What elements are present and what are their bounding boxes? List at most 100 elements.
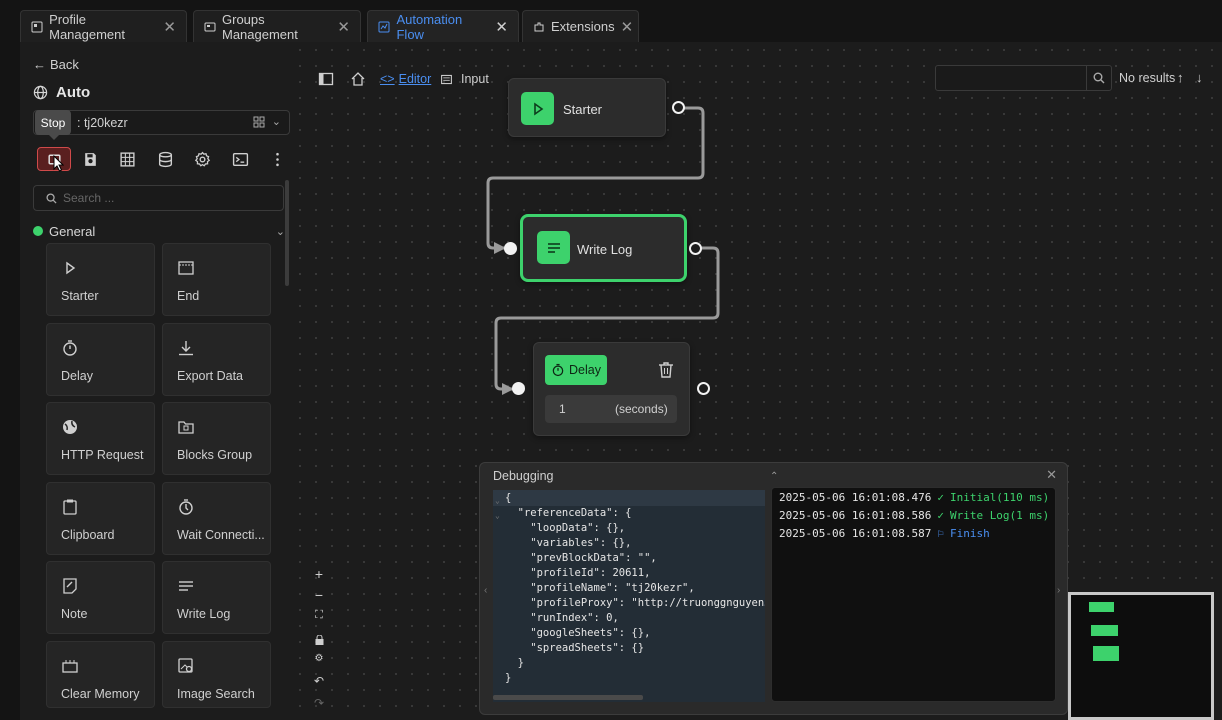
json-line: }: [505, 657, 524, 669]
more-button[interactable]: [264, 147, 290, 171]
chevron-up-icon[interactable]: ⌃: [770, 471, 779, 482]
block-http-request[interactable]: HTTP Request: [46, 402, 155, 475]
log-text: Write Log(1 ms): [949, 509, 1050, 522]
stop-tooltip: Stop: [35, 110, 71, 140]
node-output-handle[interactable]: [689, 242, 702, 255]
lock-icon: [315, 634, 323, 645]
table-button[interactable]: [114, 147, 140, 171]
block-write-log[interactable]: Write Log: [162, 561, 271, 634]
json-viewer[interactable]: ⌄ ⌄ { "referenceData": { "loopData": {},…: [493, 490, 765, 702]
redo-button[interactable]: ↷: [313, 696, 325, 710]
block-wait-connection[interactable]: Wait Connecti...: [162, 482, 271, 555]
image-search-icon: [177, 657, 195, 675]
database-icon: [158, 151, 172, 167]
tab-input[interactable]: Input: [440, 68, 489, 90]
block-label: Delay: [61, 369, 93, 383]
wait-icon: [177, 498, 195, 516]
block-search-input[interactable]: [63, 191, 263, 205]
input-icon: [441, 74, 452, 84]
zoom-out-button[interactable]: −: [314, 587, 324, 603]
block-starter[interactable]: Starter: [46, 243, 155, 316]
close-icon[interactable]: ✕: [337, 18, 350, 36]
clipboard-icon: [61, 498, 79, 516]
json-scrollbar[interactable]: [493, 695, 643, 700]
settings-button[interactable]: [189, 147, 215, 171]
delay-seconds-input[interactable]: 1 (seconds): [545, 395, 677, 423]
block-label: End: [177, 289, 200, 303]
undo-button[interactable]: ↶: [313, 674, 325, 688]
tab-profile-management[interactable]: Profile Management ✕: [20, 10, 187, 42]
delete-node-button[interactable]: [657, 361, 675, 382]
node-output-handle[interactable]: [672, 101, 685, 114]
lock-button[interactable]: [311, 632, 327, 648]
close-icon[interactable]: ✕: [620, 18, 634, 36]
section-general[interactable]: General ⌄: [33, 224, 285, 239]
block-blocks-group[interactable]: Blocks Group: [162, 402, 271, 475]
back-button[interactable]: ← Back: [33, 57, 79, 72]
close-icon[interactable]: ✕: [1046, 467, 1057, 482]
minimap-node: [1091, 625, 1118, 636]
node-starter[interactable]: Starter: [508, 78, 666, 137]
timer-icon: [61, 339, 79, 357]
check-icon: ✓: [937, 509, 944, 522]
collapse-toggle[interactable]: ⌄: [495, 511, 500, 520]
terminal-button[interactable]: [227, 147, 253, 171]
zoom-in-button[interactable]: +: [314, 566, 324, 582]
chevron-right-icon[interactable]: ›: [1057, 585, 1061, 596]
mouse-cursor-icon: [53, 155, 64, 172]
block-label: Note: [61, 607, 88, 621]
folder-icon: [177, 418, 195, 436]
trash-icon: [659, 362, 673, 378]
settings-button[interactable]: ⚙: [314, 653, 324, 664]
database-button[interactable]: [152, 147, 178, 171]
next-result-button[interactable]: ↓: [1196, 70, 1203, 85]
delay-value: 1: [559, 402, 566, 416]
block-clear-memory[interactable]: Clear Memory: [46, 641, 155, 708]
block-clipboard[interactable]: Clipboard: [46, 482, 155, 555]
block-note[interactable]: Note: [46, 561, 155, 634]
block-end[interactable]: End: [162, 243, 271, 316]
find-input[interactable]: [936, 66, 1086, 90]
search-button[interactable]: [1086, 66, 1111, 90]
tab-bar: Profile Management ✕ Groups Management ✕…: [0, 0, 1222, 42]
node-input-handle[interactable]: [504, 242, 517, 255]
fit-view-button[interactable]: ⛶: [315, 609, 323, 621]
delay-badge[interactable]: Delay: [545, 355, 607, 385]
toggle-sidebar-button[interactable]: [318, 68, 334, 90]
save-button[interactable]: [77, 147, 103, 171]
node-input-handle[interactable]: [512, 382, 525, 395]
block-label: HTTP Request: [61, 448, 144, 462]
block-search[interactable]: [33, 185, 284, 211]
chevron-left-icon[interactable]: ‹: [484, 585, 488, 596]
block-delay[interactable]: Delay: [46, 323, 155, 396]
home-button[interactable]: [350, 68, 366, 90]
sidebar-scrollbar[interactable]: [285, 180, 289, 286]
json-line: "runIndex": 0,: [505, 612, 619, 624]
block-image-search[interactable]: Image Search: [162, 641, 271, 708]
minimap[interactable]: [1068, 592, 1214, 720]
node-output-handle[interactable]: [697, 382, 710, 395]
tab-groups-management[interactable]: Groups Management ✕: [193, 10, 361, 42]
end-icon: [177, 259, 195, 277]
tab-label: Groups Management: [222, 11, 298, 42]
arrow-left-icon: ←: [33, 57, 46, 72]
block-export-data[interactable]: Export Data: [162, 323, 271, 396]
tab-automation-flow[interactable]: Automation Flow ✕: [367, 10, 519, 42]
log-text: Finish: [949, 527, 990, 540]
memory-icon: [61, 657, 79, 675]
json-line: "profileProxy": "http://truonggnguyen50:: [505, 597, 765, 609]
groups-icon: [204, 20, 216, 33]
tab-extensions[interactable]: Extensions ✕: [522, 10, 639, 42]
tab-editor[interactable]: <> Editor: [380, 68, 431, 90]
minimap-node: [1093, 646, 1119, 661]
previous-result-button[interactable]: ↑: [1177, 70, 1184, 85]
find-box[interactable]: [935, 65, 1112, 91]
close-icon[interactable]: ✕: [495, 18, 508, 36]
node-label: Starter: [563, 102, 603, 117]
editor-label: Editor: [398, 72, 432, 86]
close-icon[interactable]: ✕: [163, 18, 176, 36]
collapse-toggle[interactable]: ⌄: [495, 496, 500, 505]
node-write-log[interactable]: Write Log: [520, 214, 687, 282]
profile-select[interactable]: : tj20kezr ⌄: [33, 110, 290, 135]
json-line: "variables": {},: [505, 537, 632, 549]
